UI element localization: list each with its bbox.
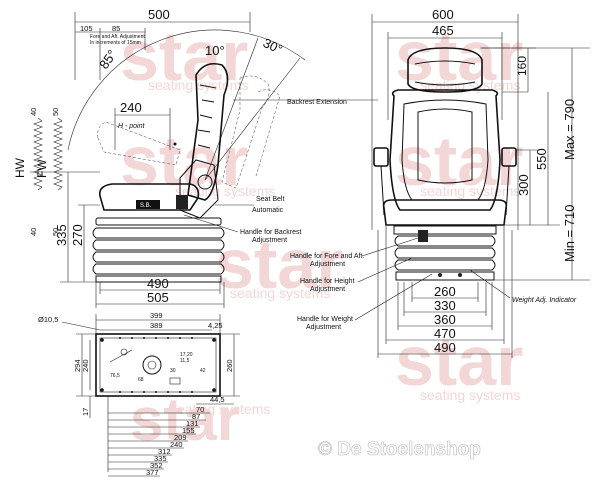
footer-logo: © De Stoelenshop bbox=[318, 439, 481, 460]
callouts: Backrest Extension Seat Belt Automatic H… bbox=[183, 99, 577, 331]
fw-dim-50-top: 50 bbox=[51, 108, 60, 116]
base-stack-0: 70 bbox=[196, 405, 204, 414]
callout-handle-height-1: Handle for Height bbox=[300, 278, 355, 285]
base-plan: Ø10,5 399 389 4,25 17,20 11,5 76,5 68 bbox=[38, 311, 240, 477]
callout-seat-belt-1: Seat Belt bbox=[256, 196, 284, 203]
front-dim-160: 160 bbox=[515, 56, 529, 76]
front-dim-465: 465 bbox=[432, 23, 454, 38]
watermark-tagline-5: seating systems bbox=[230, 285, 330, 301]
base-inner-42: 42 bbox=[200, 368, 206, 374]
callout-handle-weight-2: Adjustment bbox=[306, 324, 341, 331]
watermark-tagline-4: seating systems bbox=[420, 183, 520, 199]
base-stack-8: 352 bbox=[150, 461, 163, 470]
base-dim-294: 294 bbox=[73, 359, 82, 372]
base-stack-1: 87 bbox=[192, 412, 200, 421]
sticker-sb: S.B. bbox=[140, 203, 152, 209]
fore-aft-note-1: Fore and Aft. Adjustment bbox=[90, 34, 145, 40]
front-dim-300: 300 bbox=[516, 174, 531, 196]
base-stack-6: 312 bbox=[158, 447, 171, 456]
side-dim-505: 505 bbox=[147, 290, 169, 305]
side-dim-490: 490 bbox=[147, 276, 169, 291]
base-stack-5: 240 bbox=[170, 440, 183, 449]
watermark: star seating systems star seating system… bbox=[120, 17, 523, 453]
base-stack-7: 335 bbox=[154, 454, 167, 463]
front-dim-550: 550 bbox=[534, 148, 549, 170]
watermark-tagline-1: seating systems bbox=[148, 77, 248, 93]
front-view: 600 465 160 550 bbox=[371, 7, 590, 358]
callout-handle-fore-aft-2: Adjustment bbox=[310, 261, 345, 268]
base-dim-389: 389 bbox=[150, 321, 163, 330]
base-dim-240: 240 bbox=[81, 359, 90, 372]
front-dim-360: 360 bbox=[434, 312, 456, 327]
watermark-tagline-2: seating systems bbox=[420, 77, 520, 93]
watermark-tagline-6: seating systems bbox=[420, 387, 520, 403]
front-dim-330: 330 bbox=[434, 298, 456, 313]
base-stack-2: 131 bbox=[186, 419, 199, 428]
fore-aft-note-2: In increments of 15mm bbox=[90, 40, 141, 46]
side-view: 500 105 85 Fore and Aft. Adjustment In i… bbox=[13, 7, 306, 308]
side-dim-500: 500 bbox=[148, 7, 170, 22]
fw-dim-50-bottom: 50 bbox=[51, 228, 60, 236]
base-dim-260: 260 bbox=[225, 359, 234, 372]
base-stack-dims: 70 87 131 155 209 240 312 335 352 377 bbox=[107, 396, 210, 477]
side-dim-335: 335 bbox=[54, 224, 69, 246]
base-stack-9: 377 bbox=[146, 468, 159, 477]
base-inner-11-5: 11,5 bbox=[180, 358, 190, 364]
side-dim-240: 240 bbox=[120, 100, 142, 115]
side-bellows bbox=[92, 217, 225, 283]
callout-handle-fore-aft-1: Handle for Fore and Aft. bbox=[290, 253, 364, 260]
front-dim-470: 470 bbox=[434, 326, 456, 341]
front-dim-min: Min = 710 bbox=[562, 205, 577, 262]
side-dim-105: 105 bbox=[80, 24, 93, 33]
angle-10: 10° bbox=[205, 43, 225, 58]
watermark-brand-5: star bbox=[215, 225, 343, 303]
front-dim-260: 260 bbox=[434, 284, 456, 299]
callout-handle-backrest-2: Adjustment bbox=[252, 237, 287, 244]
base-dim-44-5: 44,5 bbox=[210, 395, 225, 404]
base-inner-76-5: 76,5 bbox=[110, 373, 120, 379]
base-stack-4: 209 bbox=[174, 433, 187, 442]
base-inner-30: 30 bbox=[170, 368, 176, 374]
callout-seat-belt-2: Automatic bbox=[252, 207, 284, 214]
h-point-label: H - point bbox=[118, 123, 146, 130]
front-dim-600: 600 bbox=[432, 7, 454, 22]
callout-handle-weight-1: Handle for Weight bbox=[297, 316, 353, 323]
base-stack-3: 155 bbox=[182, 426, 195, 435]
front-dim-max: Max = 790 bbox=[562, 99, 577, 160]
hw-dim-40-bottom: 40 bbox=[29, 228, 38, 236]
base-dim-17: 17 bbox=[81, 408, 90, 416]
fw-label: FW bbox=[35, 159, 49, 178]
callout-backrest-extension: Backrest Extension bbox=[287, 99, 347, 106]
side-dim-270: 270 bbox=[70, 224, 85, 246]
side-dim-85: 85 bbox=[112, 24, 120, 33]
front-dim-490: 490 bbox=[434, 340, 456, 355]
base-dim-399: 399 bbox=[150, 311, 163, 320]
base-inner-17-20: 17,20 bbox=[180, 352, 193, 358]
hw-label: HW bbox=[13, 157, 27, 178]
callout-handle-backrest-1: Handle for Backrest bbox=[240, 229, 302, 236]
watermark-brand-7: star bbox=[130, 386, 240, 453]
callout-handle-height-2: Adjustment bbox=[310, 286, 345, 293]
base-dim-10-5: Ø10,5 bbox=[38, 315, 58, 324]
callout-weight-indicator: Weight Adj. Indicator bbox=[512, 297, 577, 304]
watermark-brand-6: star bbox=[395, 322, 523, 400]
hw-dim-40-top: 40 bbox=[29, 108, 38, 116]
base-inner-68: 68 bbox=[138, 377, 144, 383]
base-dim-4-25: 4,25 bbox=[208, 321, 223, 330]
